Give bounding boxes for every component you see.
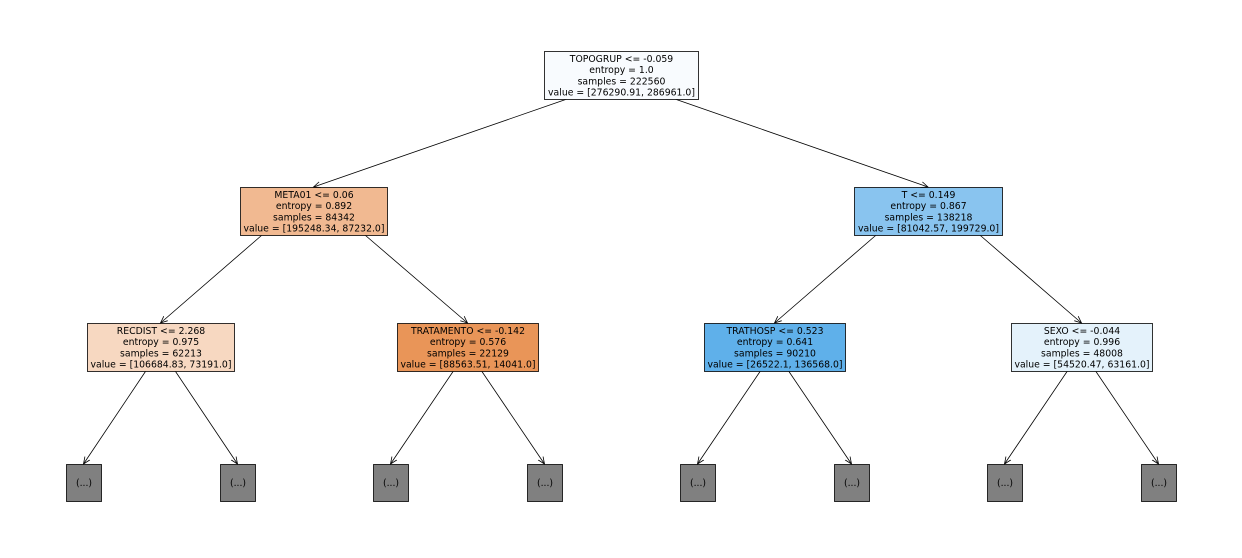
node-line: entropy = 1.0 (589, 65, 654, 76)
node-line: META01 <= 0.06 (274, 190, 353, 201)
node-line: samples = 138218 (885, 212, 973, 223)
node-line: entropy = 0.867 (890, 201, 966, 212)
node-line: samples = 48008 (1041, 348, 1123, 359)
node-line: entropy = 0.975 (123, 337, 199, 348)
edge-recdist-to-leaf-0 (84, 370, 147, 464)
edge-sexo-to-leaf-6 (1005, 370, 1068, 464)
edge-recdist-to-leaf-1 (174, 370, 237, 464)
node-line: value = [54520.47, 63161.0] (1014, 360, 1149, 371)
node-line: entropy = 0.641 (737, 337, 813, 348)
leaf-label: (...) (844, 478, 860, 489)
tree-leaf-truncated: (...) (373, 464, 409, 502)
node-line: TRATAMENTO <= -0.142 (410, 326, 525, 337)
tree-leaf-truncated: (...) (220, 464, 256, 502)
tree-leaf-truncated: (...) (66, 464, 102, 502)
leaf-box (527, 464, 563, 502)
node-line: value = [88563.51, 14041.0] (400, 360, 535, 371)
leaf-box (220, 464, 256, 502)
node-line: value = [81042.57, 199729.0] (858, 224, 999, 235)
tree-leaf-truncated: (...) (680, 464, 716, 502)
node-line: samples = 84342 (273, 212, 355, 223)
node-box (240, 187, 388, 236)
node-line: value = [195248.34, 87232.0] (244, 224, 385, 235)
edge-meta01-to-recdist (161, 234, 263, 323)
node-line: value = [276290.91, 286961.0] (548, 88, 695, 99)
leaf-box (834, 464, 870, 502)
node-line: value = [26522.1, 136568.0] (707, 360, 842, 371)
node-box (397, 323, 539, 372)
leaf-box (1141, 464, 1177, 502)
node-line: entropy = 0.576 (430, 337, 506, 348)
edge-trathosp-to-leaf-4 (698, 370, 761, 464)
tree-leaves: (...) (...) (...) (...) (...) (...) (...) (...) (66, 464, 1177, 502)
leaf-label: (...) (1151, 478, 1167, 489)
edge-t-to-trathosp (775, 234, 877, 323)
leaf-box (66, 464, 102, 502)
node-box (544, 51, 699, 100)
node-line: samples = 90210 (734, 348, 816, 359)
leaf-label: (...) (230, 478, 246, 489)
leaf-label: (...) (383, 478, 399, 489)
leaf-label: (...) (537, 478, 553, 489)
edge-root-to-t (674, 98, 928, 187)
leaf-label: (...) (997, 478, 1013, 489)
leaf-box (680, 464, 716, 502)
tree-leaf-truncated: (...) (834, 464, 870, 502)
node-box (854, 187, 1003, 236)
node-line: T <= 0.149 (901, 190, 956, 201)
edge-root-to-meta01 (314, 98, 568, 187)
edge-tratamento-to-leaf-3 (481, 370, 545, 464)
node-line: entropy = 0.892 (276, 201, 352, 212)
leaf-label: (...) (690, 478, 706, 489)
tree-leaf-truncated: (...) (527, 464, 563, 502)
node-line: entropy = 0.996 (1044, 337, 1120, 348)
tree-leaf-truncated: (...) (987, 464, 1023, 502)
node-line: samples = 22129 (427, 348, 509, 359)
node-box (704, 323, 846, 372)
node-line: samples = 62213 (120, 348, 202, 359)
node-line: SEXO <= -0.044 (1044, 326, 1120, 337)
edge-sexo-to-leaf-7 (1095, 370, 1159, 464)
edge-t-to-sexo (979, 234, 1082, 323)
leaf-box (373, 464, 409, 502)
tree-edges (84, 98, 1159, 464)
node-box (87, 323, 235, 372)
node-line: TRATHOSP <= 0.523 (726, 326, 824, 337)
edge-meta01-to-tratamento (364, 234, 468, 323)
node-line: TOPOGRUP <= -0.059 (569, 54, 674, 65)
edge-trathosp-to-leaf-5 (788, 370, 852, 464)
node-box (1011, 323, 1153, 372)
leaf-label: (...) (76, 478, 92, 489)
edge-tratamento-to-leaf-2 (391, 370, 454, 464)
leaf-box (987, 464, 1023, 502)
node-line: RECDIST <= 2.268 (117, 326, 205, 337)
node-line: samples = 222560 (578, 76, 666, 87)
node-line: value = [106684.83, 73191.0] (91, 360, 232, 371)
tree-leaf-truncated: (...) (1141, 464, 1177, 502)
